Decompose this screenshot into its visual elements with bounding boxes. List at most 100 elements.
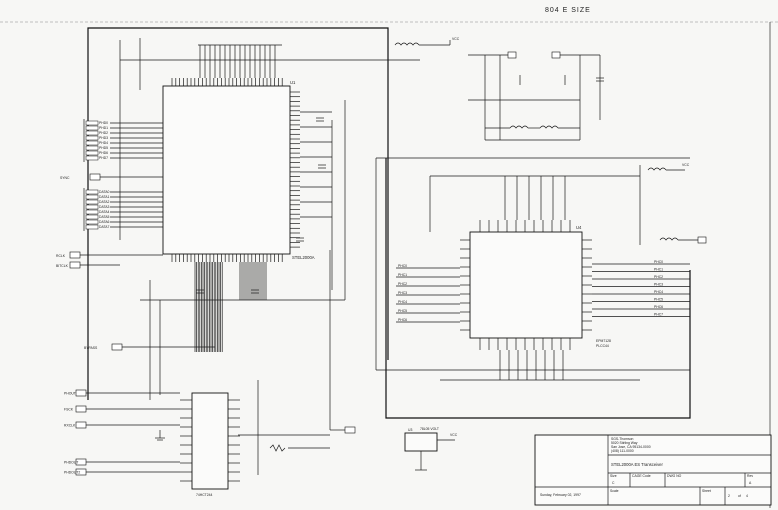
drawing-date: Sunday, February 02, 1997: [540, 493, 581, 497]
cage-label: CAGE Code: [632, 474, 651, 478]
bus-signal-label: DATA4: [99, 210, 110, 214]
buffer-input-label: PHDOUT2: [64, 471, 80, 475]
bus-signal-label: DATA1: [99, 195, 110, 199]
cpld-input-label: PHC6: [398, 318, 407, 322]
company-line-3: San Jose, CA 95134-0000: [611, 445, 651, 449]
osc-network: [468, 51, 604, 141]
bus-connector: [85, 150, 99, 156]
bus-connector: [85, 199, 99, 205]
u5-inputs: PHOUT FSCK RXCLK PHDOUT PHDOUT2: [64, 389, 180, 476]
bus-signal-label: PHD3: [99, 136, 108, 140]
u1-top-pins: [171, 45, 283, 86]
bus-signal-label: PHD7: [99, 156, 108, 160]
drawing-title: STEL2000A ES Transceiver: [611, 462, 664, 467]
cpld-input-label: PHC1: [398, 273, 407, 277]
cpld-input-label: PHC3: [398, 291, 407, 295]
bus-signal-label: PHD4: [99, 141, 108, 145]
buffer-input-label: PHOUT: [64, 392, 76, 396]
u3-ref: U3: [408, 428, 412, 432]
u3-vcc: VCC: [450, 433, 458, 437]
buffer-input-connector: [75, 405, 87, 413]
u4-chip: [469, 231, 583, 339]
cpld-output-label: PHC0: [654, 260, 663, 264]
u1-right-pins: [290, 91, 332, 248]
u1-decoupling-caps: [196, 117, 326, 294]
rev-label: Rev: [747, 474, 753, 478]
company-line-2: 5020 Stirling Way: [611, 441, 638, 445]
inductor-l3: [659, 236, 707, 244]
u1-bottom-fanout: [149, 262, 267, 400]
bitclk-input: BITCLK: [56, 261, 120, 269]
net-right-frame: [385, 158, 691, 419]
bus-connector: [85, 189, 99, 195]
sheet-size-note: 804 E SIZE: [545, 7, 591, 14]
bus-connector: [85, 125, 99, 131]
sheet-label: Sheet: [702, 489, 711, 493]
bus-signal-label: PHD6: [99, 151, 108, 155]
rclk-input: RCLK: [56, 251, 163, 259]
bus-signal-label: DATA7: [99, 225, 110, 229]
dwg-label: DWG NO: [667, 474, 682, 478]
u1-ref: U1: [290, 80, 296, 85]
size-label: Size: [610, 474, 617, 478]
company-line-4: (408) 111-0000: [611, 449, 634, 453]
cpld-output-label: PHC7: [654, 313, 663, 317]
bus-signal-label: DATA2: [99, 200, 110, 204]
bus-connector: [85, 130, 99, 136]
u3-part: 78L05 VOLT: [420, 427, 439, 431]
buffer-input-label: PHDOUT: [64, 461, 78, 465]
sync-input: SYNC: [60, 173, 163, 181]
cpld-output-label: PHC5: [654, 298, 663, 302]
size-value: C: [612, 481, 615, 485]
bus-connector: [85, 145, 99, 151]
bus-connector: [85, 194, 99, 200]
buffer-resistor: [269, 444, 330, 452]
cpld-input-label: PHC4: [398, 300, 407, 304]
of-label: of: [738, 494, 741, 498]
bus-connector: [85, 135, 99, 141]
u1-bottom-pins: [171, 254, 283, 262]
bus-connector: [85, 120, 99, 126]
svg-text:VCC: VCC: [452, 37, 460, 41]
company-line-1: SGS-Thomson: [611, 437, 634, 441]
u5-part: 74HCT244: [196, 493, 213, 497]
cpld-output-label: PHC4: [654, 290, 663, 294]
svg-text:RCLK: RCLK: [56, 254, 66, 258]
scale-label: Scale: [610, 489, 619, 493]
bus-connector: [85, 219, 99, 225]
bus-signal-label: PHD1: [99, 126, 108, 130]
bus-signal-label: PHD5: [99, 146, 108, 150]
buffer-input-connector: [75, 389, 87, 397]
cpld-output-label: PHC1: [654, 268, 663, 272]
cpld-input-label: PHC0: [398, 264, 407, 268]
buffer-input-label: FSCK: [64, 408, 74, 412]
bus-connector: [85, 155, 99, 161]
cpld-input-label: PHC5: [398, 309, 407, 313]
u4-pins: [460, 176, 592, 380]
svg-text:BYPASS: BYPASS: [84, 346, 98, 350]
of-number: 4: [746, 494, 748, 498]
u4-package: PLCC44: [596, 344, 609, 348]
bus-signal-label: DATA6: [99, 220, 110, 224]
svg-text:VCC: VCC: [682, 163, 690, 167]
buffer-input-label: RXCLK: [64, 424, 76, 428]
cpld-input-label: PHC2: [398, 282, 407, 286]
u4-ref: U4: [576, 225, 582, 230]
u4-part: EPM7128: [596, 339, 611, 343]
bus-connector: [85, 209, 99, 215]
bus-signal-label: PHD0: [99, 121, 108, 125]
buffer-input-connector: [75, 421, 87, 429]
bus-connector: [85, 224, 99, 230]
bus-signal-label: DATA0: [99, 190, 110, 194]
svg-text:BITCLK: BITCLK: [56, 264, 69, 268]
bus-signal-label: DATA3: [99, 205, 110, 209]
sheet-number: 2: [728, 494, 730, 498]
inductor-l2: VCC: [647, 163, 690, 171]
u1-chip: [162, 85, 291, 255]
output-connector: [344, 426, 356, 434]
u5-pins: [180, 399, 240, 482]
